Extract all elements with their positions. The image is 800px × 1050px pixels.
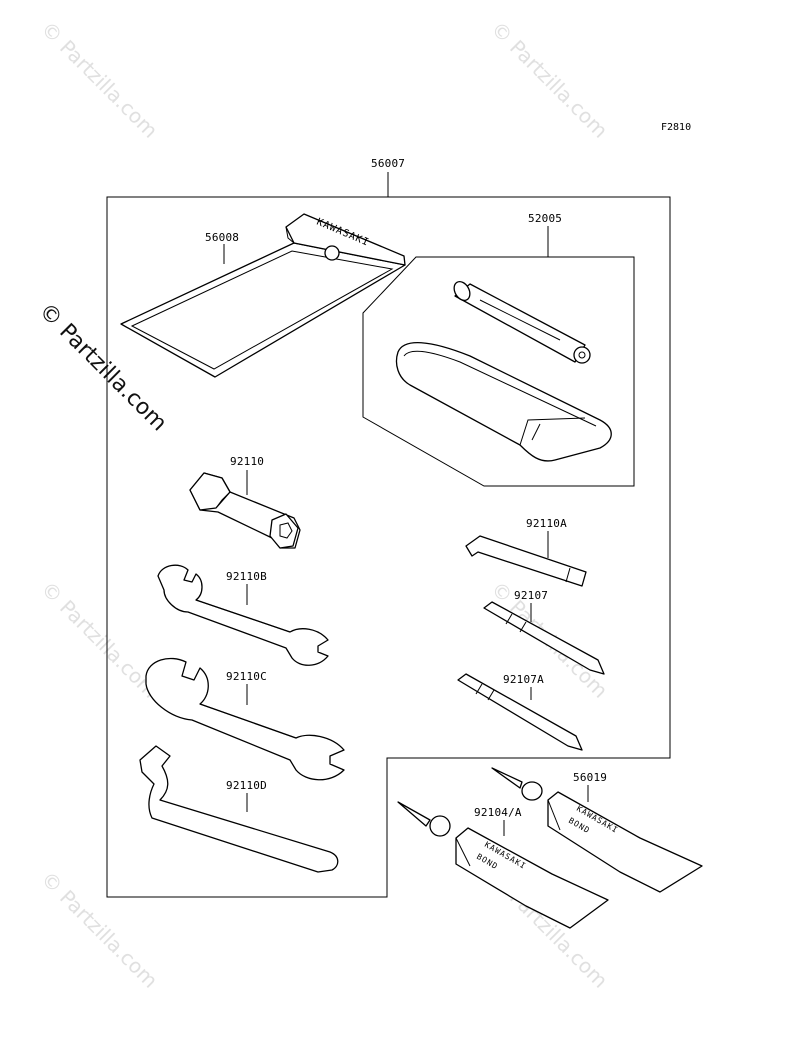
screwdriver-a — [457, 673, 583, 751]
watermark-top-right: © Partzilla.com — [486, 17, 612, 143]
bond-tube-upper: KAWASAKI BOND — [491, 767, 703, 893]
callout-labels: 56007 56008 52005 92110 92110B 92110C 92… — [205, 157, 607, 819]
figure-id: F2810 — [661, 122, 691, 133]
screwdriver — [483, 601, 605, 675]
watermarks: © Partzilla.com © Partzilla.com © Partzi… — [34, 17, 613, 993]
hook-spanner — [139, 745, 339, 873]
callout-52005: 52005 — [528, 212, 562, 225]
watermark-mid-left: © Partzilla.com — [36, 577, 162, 703]
watermark-top-left: © Partzilla.com — [36, 17, 162, 143]
open-wrench-small — [157, 564, 329, 666]
callout-56008: 56008 — [205, 231, 239, 244]
owners-manual-pouch: KAWASAKI — [120, 213, 406, 378]
callout-56007: 56007 — [371, 157, 405, 170]
box-wrench — [189, 472, 301, 549]
hex-key — [465, 535, 587, 587]
callout-92110C: 92110C — [226, 670, 267, 683]
callout-92110D: 92110D — [226, 779, 267, 792]
open-wrench-large — [145, 657, 345, 781]
callout-92107A: 92107A — [503, 673, 544, 686]
tool-bag — [395, 281, 612, 462]
tool-bag-outline — [362, 256, 635, 487]
callout-92110B: 92110B — [226, 570, 267, 583]
callout-92110: 92110 — [230, 455, 264, 468]
leader-lines — [223, 172, 589, 836]
callout-92110A: 92110A — [526, 517, 567, 530]
callout-92104-a: 92104/A — [474, 806, 522, 819]
callout-92107: 92107 — [514, 589, 548, 602]
callout-56019: 56019 — [573, 771, 607, 784]
kit-outline — [106, 196, 671, 898]
watermark-bottom-left: © Partzilla.com — [36, 867, 162, 993]
